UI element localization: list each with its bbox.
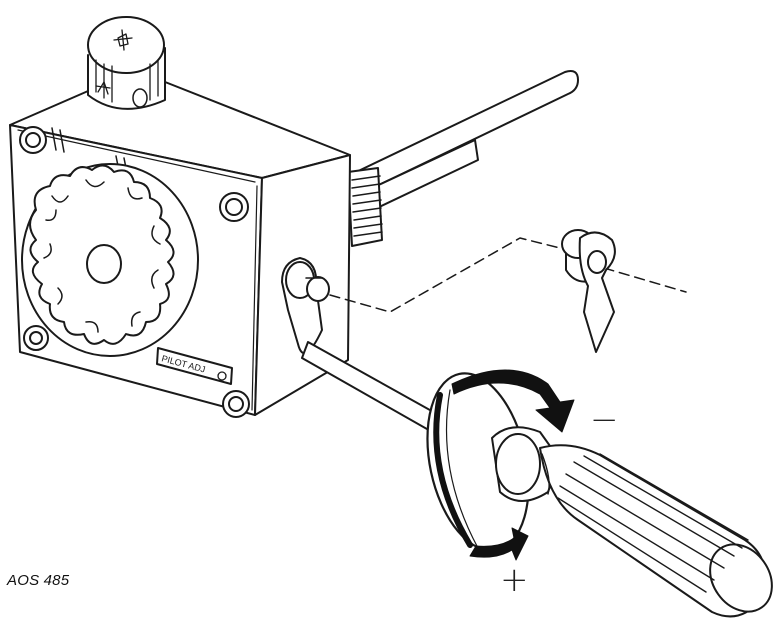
rotation-arrows [451, 369, 575, 561]
control-knob [87, 16, 166, 110]
pilot-tube-fitting [561, 229, 616, 353]
rotation-ring [426, 372, 530, 552]
capillary-tube [349, 70, 579, 219]
leader-line [329, 237, 687, 313]
figure-reference: AOS 485 [7, 572, 70, 589]
screwdriver-handle [491, 426, 773, 618]
threaded-fitting [347, 167, 383, 247]
temperature-dial [21, 163, 199, 357]
pilot-adj-plate [156, 347, 233, 385]
decrease-sign: − [590, 400, 619, 440]
increase-sign: + [500, 560, 529, 600]
corner-screws [19, 126, 250, 418]
